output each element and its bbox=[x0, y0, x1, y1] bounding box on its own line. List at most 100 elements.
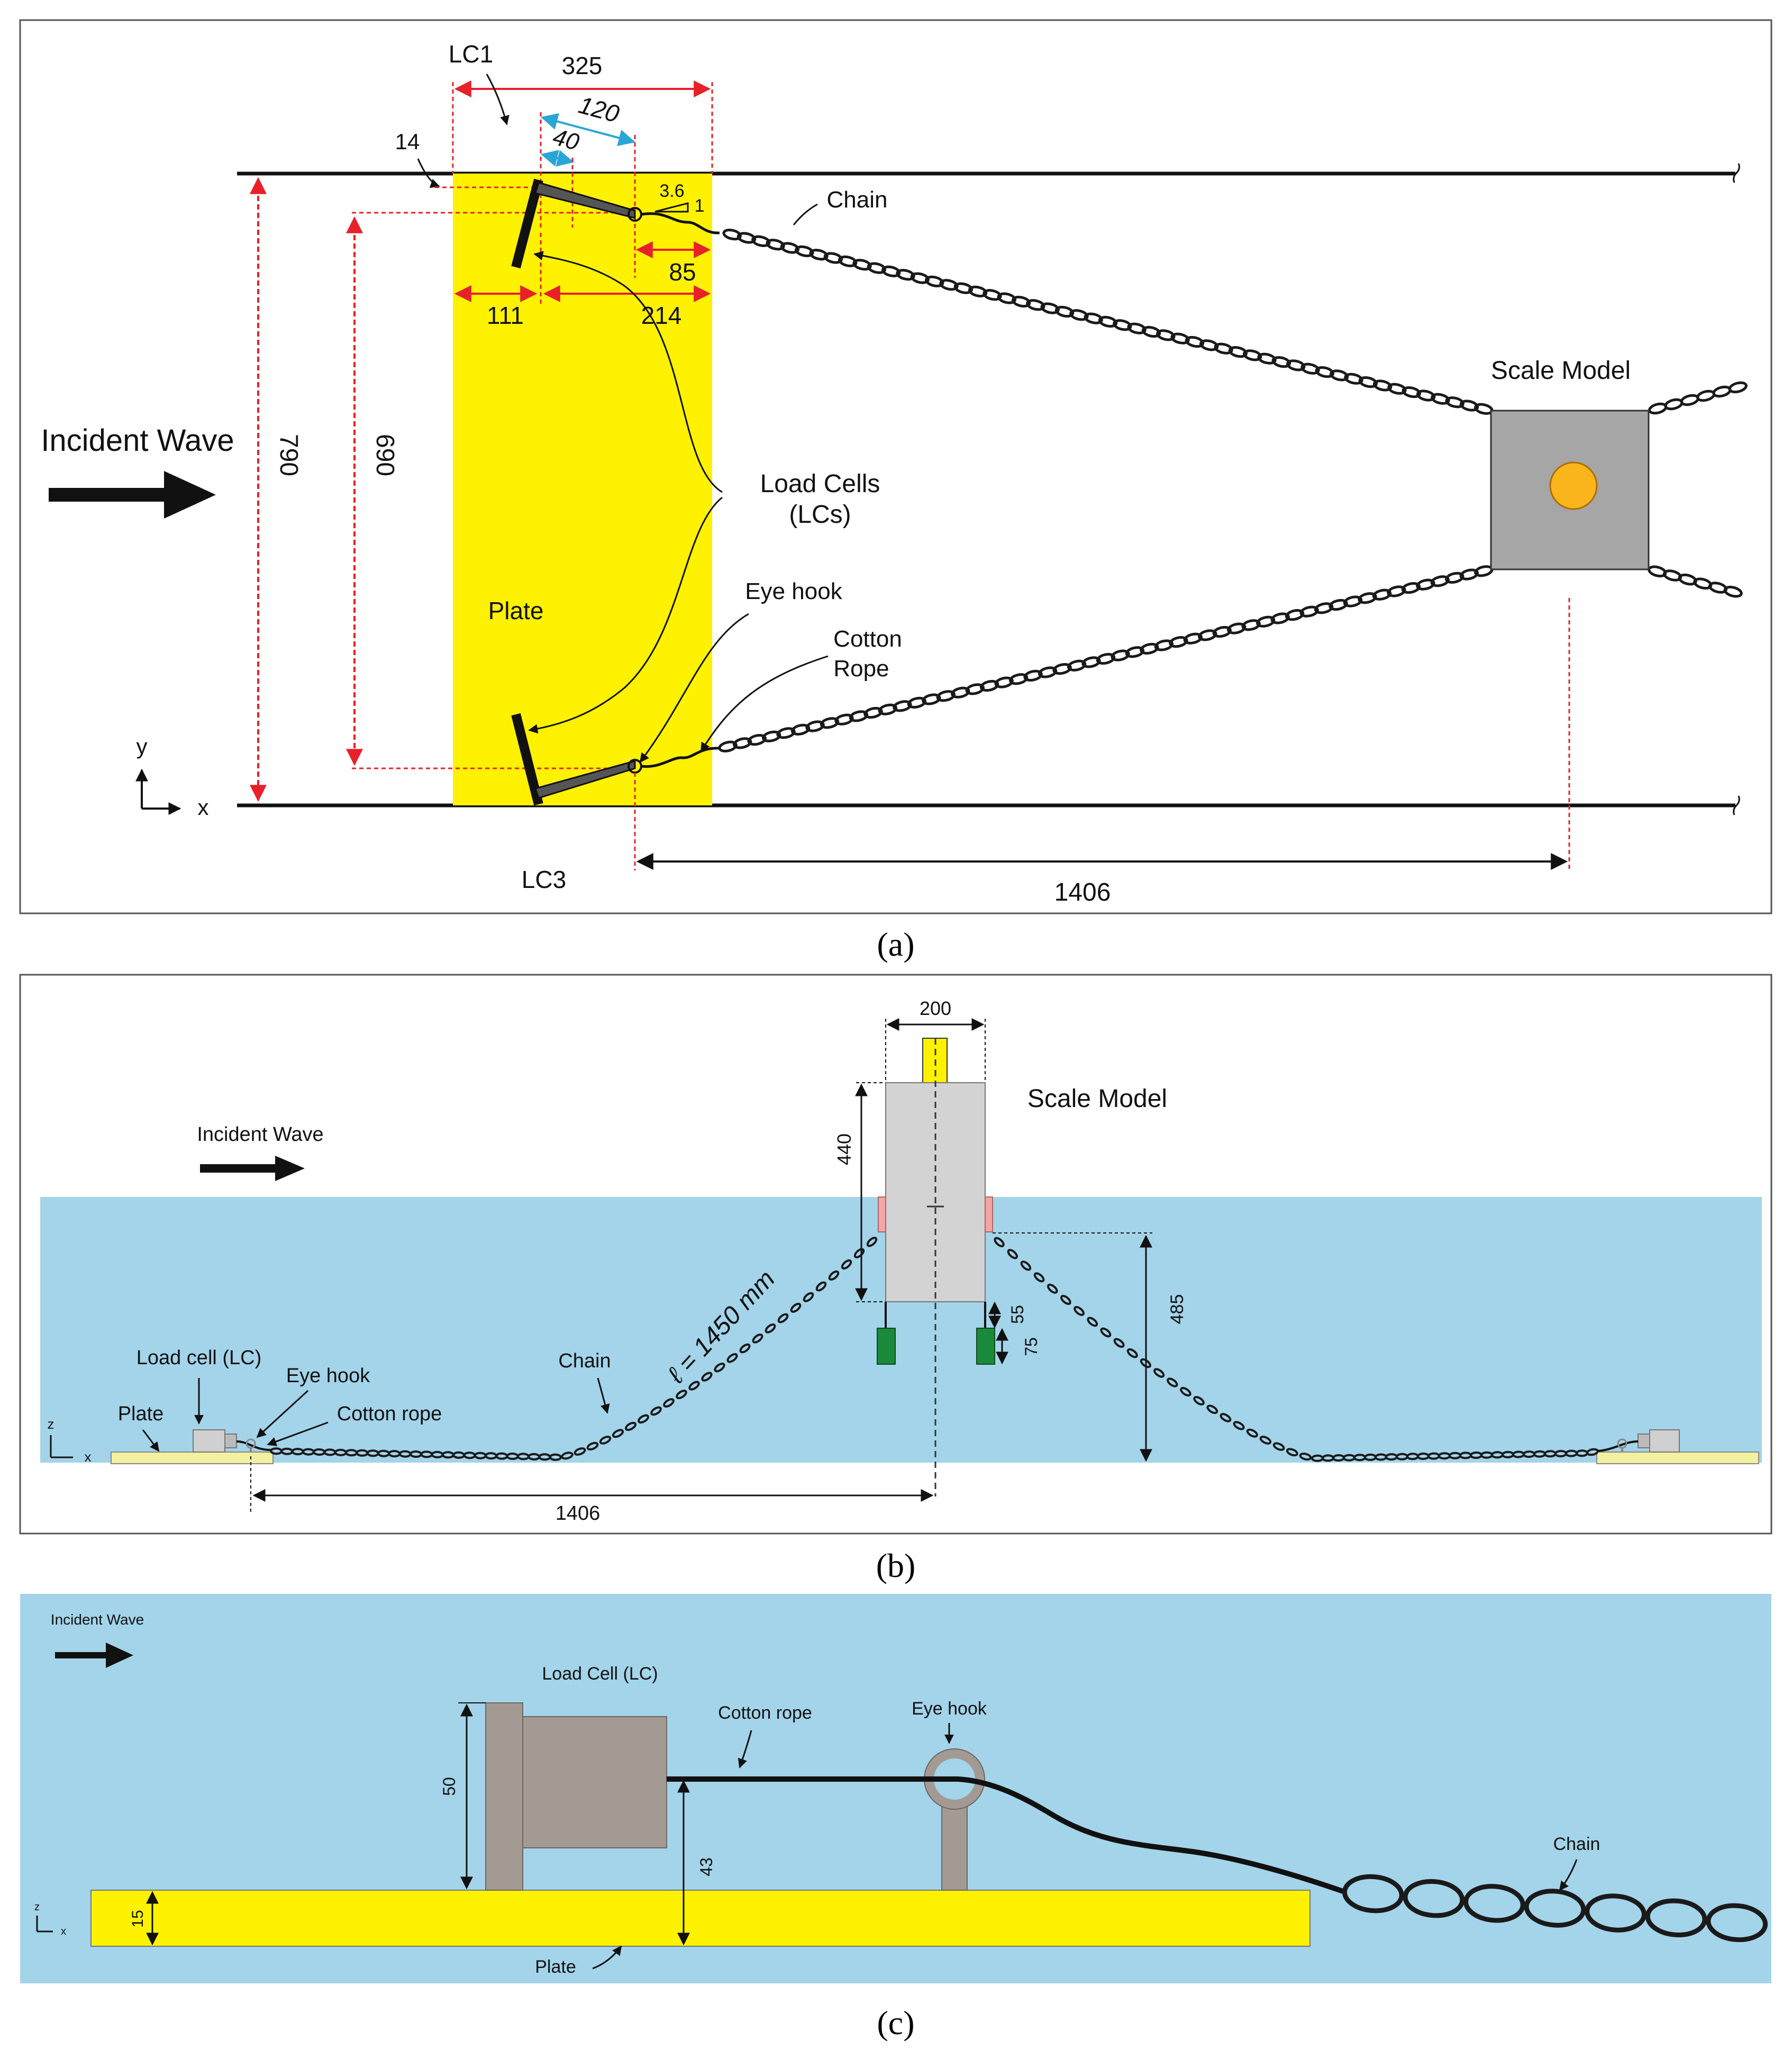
chain-link bbox=[1111, 649, 1130, 661]
eye-hook-label-b: Eye hook bbox=[286, 1365, 370, 1387]
chain-link bbox=[1007, 1249, 1018, 1259]
dim-1406-b-label: 1406 bbox=[556, 1502, 601, 1525]
dim-325-label: 325 bbox=[562, 52, 603, 79]
chain-link bbox=[790, 723, 811, 736]
slope-rise-label: 1 bbox=[695, 196, 705, 216]
chain-link bbox=[994, 1237, 1005, 1247]
dim-440-label: 440 bbox=[833, 1133, 855, 1165]
chain-link bbox=[910, 272, 930, 284]
chain-label-b: Chain bbox=[558, 1350, 611, 1372]
chain-link bbox=[1169, 636, 1188, 648]
chain-link bbox=[1645, 1898, 1707, 1937]
chain-link bbox=[1445, 572, 1464, 584]
chain-link bbox=[953, 282, 973, 294]
chain-link bbox=[1272, 1442, 1285, 1451]
plate-label: Plate bbox=[488, 597, 544, 624]
plate-pointer-c bbox=[592, 1945, 622, 1970]
eye-hook-pointer bbox=[639, 613, 749, 763]
chain-link bbox=[1387, 585, 1406, 597]
chain-top bbox=[722, 229, 1494, 415]
chain-left-b bbox=[270, 1237, 878, 1461]
rope-label: Rope bbox=[833, 656, 889, 682]
dim-14-label: 14 bbox=[395, 129, 420, 154]
scale-model-label-b: Scale Model bbox=[1027, 1085, 1167, 1113]
chain-right-b bbox=[994, 1237, 1599, 1462]
incident-wave-label-b: Incident Wave bbox=[197, 1123, 323, 1146]
chain-link bbox=[867, 262, 887, 274]
chain-link bbox=[765, 1323, 776, 1334]
dim-200-label: 200 bbox=[920, 997, 951, 1019]
chain-link bbox=[1256, 615, 1276, 628]
chain-link bbox=[1416, 578, 1435, 591]
chain-link bbox=[907, 696, 927, 709]
chain-link bbox=[939, 279, 959, 291]
chain-link bbox=[752, 1334, 763, 1344]
dim-50-label: 50 bbox=[440, 1777, 459, 1796]
dim-690-label: 690 bbox=[371, 434, 399, 476]
chain-link bbox=[1180, 1387, 1191, 1396]
chain-link bbox=[1358, 376, 1378, 388]
load-cell-body bbox=[522, 1716, 667, 1848]
load-cell-right-b-body bbox=[1638, 1434, 1650, 1448]
cotton-rope-top bbox=[641, 212, 720, 234]
fairlead-right bbox=[985, 1196, 993, 1232]
chain-link bbox=[1246, 1428, 1258, 1438]
cotton-rope-pointer bbox=[700, 655, 829, 752]
chain-link bbox=[1047, 1283, 1058, 1294]
chain-link bbox=[1387, 383, 1407, 395]
chain-link bbox=[997, 292, 1016, 304]
chain-link bbox=[1040, 302, 1060, 314]
incident-wave-arrow bbox=[49, 471, 216, 519]
chain-link bbox=[994, 676, 1014, 688]
slope-triangle bbox=[654, 202, 689, 213]
chain-link bbox=[1023, 669, 1043, 682]
axis-y-label-a: y bbox=[137, 734, 148, 759]
load-cell-lc1 bbox=[511, 178, 543, 269]
chain-link bbox=[896, 269, 915, 281]
load-cell-left-b-body bbox=[224, 1434, 237, 1448]
chain-link bbox=[863, 706, 883, 719]
chain-link bbox=[1038, 666, 1058, 678]
chain-link bbox=[1401, 582, 1421, 594]
chain-link bbox=[1723, 585, 1743, 598]
load-cells-pointer-bottom bbox=[528, 496, 723, 734]
axis-z-label-c: z bbox=[34, 1901, 40, 1913]
chain-link bbox=[1299, 605, 1319, 618]
chain-link bbox=[701, 1372, 713, 1382]
chain-pointer bbox=[793, 203, 818, 225]
fairlead-left bbox=[878, 1196, 886, 1232]
chain-link bbox=[1343, 595, 1363, 607]
dim-214-label: 214 bbox=[641, 302, 682, 329]
chain-link bbox=[561, 1452, 574, 1460]
axis-x-label-a: x bbox=[198, 795, 209, 820]
chain-c bbox=[1342, 1874, 1768, 1943]
lc1-pointer bbox=[486, 74, 510, 125]
incident-wave-label-c: Incident Wave bbox=[51, 1611, 144, 1628]
cotton-rope-label-c: Cotton rope bbox=[718, 1703, 812, 1723]
load-cell-label-c: Load Cell (LC) bbox=[542, 1664, 658, 1684]
chain-link bbox=[733, 737, 752, 749]
chain-link bbox=[1087, 1317, 1098, 1327]
chain-link bbox=[1299, 1453, 1312, 1461]
chain-link bbox=[1170, 332, 1190, 344]
cotton-rope-label-b: Cotton rope bbox=[337, 1403, 442, 1425]
chain-label: Chain bbox=[827, 187, 888, 213]
panel-a-frame bbox=[19, 19, 1772, 914]
chain-link bbox=[751, 235, 771, 247]
chain-link bbox=[1140, 642, 1159, 655]
chain-link bbox=[736, 232, 757, 244]
chain-link bbox=[803, 1292, 814, 1302]
chain-link bbox=[688, 1381, 700, 1391]
load-cell-label-b: Load cell (LC) bbox=[137, 1347, 262, 1369]
chain-link bbox=[1270, 612, 1290, 624]
chain-link bbox=[1185, 335, 1205, 348]
plate-label-b: Plate bbox=[118, 1403, 164, 1425]
cotton-label: Cotton bbox=[833, 626, 902, 652]
chain-link bbox=[1329, 369, 1349, 382]
chain-link bbox=[1074, 1305, 1085, 1316]
chain-link bbox=[968, 285, 988, 297]
chain-link bbox=[922, 693, 941, 705]
chain-link bbox=[1100, 1327, 1112, 1338]
load-cells-pointer-top bbox=[533, 251, 723, 493]
chain-link bbox=[650, 1406, 662, 1416]
